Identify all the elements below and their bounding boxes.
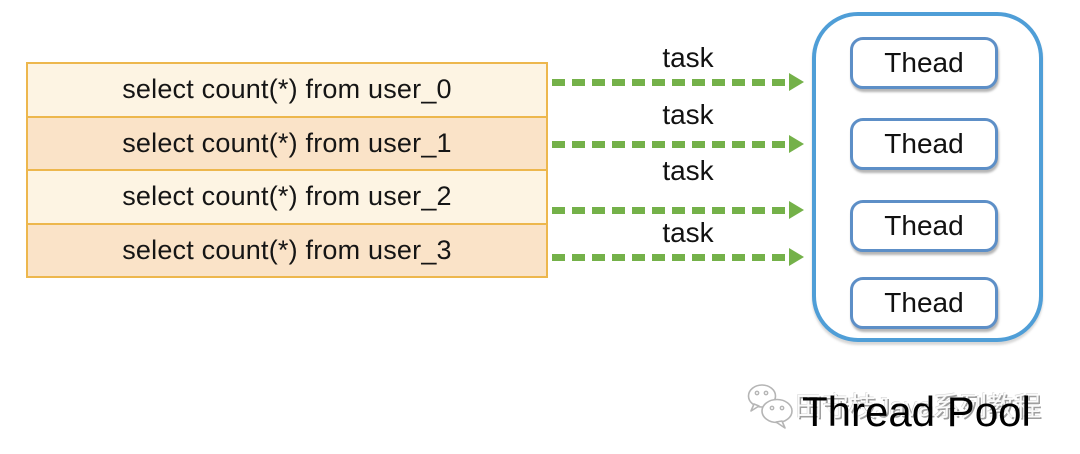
arrow-dashes — [552, 78, 791, 86]
arrow-dashes — [552, 206, 791, 214]
thread-label: Thead — [884, 287, 964, 318]
thread-box-2: Thead — [850, 118, 998, 170]
query-table: select count(*) from user_0 select count… — [26, 62, 548, 278]
thread-pool-container: Thead Thead Thead Thead — [812, 12, 1043, 342]
query-text: select count(*) from user_1 — [122, 127, 452, 158]
query-text: select count(*) from user_2 — [122, 181, 452, 212]
arrow-head-icon — [789, 201, 804, 219]
wechat-icon — [747, 384, 793, 429]
thread-label: Thead — [884, 210, 964, 241]
task-label-2: task — [662, 99, 714, 130]
query-row-user-3: select count(*) from user_3 — [28, 222, 546, 276]
thread-label: Thead — [884, 128, 964, 159]
task-arrow-3 — [552, 201, 804, 219]
task-arrow-1 — [552, 73, 804, 91]
arrow-dashes — [552, 253, 791, 261]
arrow-head-icon — [789, 248, 804, 266]
query-text: select count(*) from user_0 — [122, 74, 452, 105]
thread-box-3: Thead — [850, 200, 998, 252]
pool-title: Thread Pool — [802, 388, 1031, 435]
arrow-head-icon — [789, 73, 804, 91]
task-label-4: task — [662, 217, 714, 248]
watermark-text: 田守枝Java系列教程 — [795, 392, 1042, 422]
thread-label: Thead — [884, 47, 964, 78]
thread-box-1: Thead — [850, 37, 998, 89]
task-arrow-4 — [552, 248, 804, 266]
task-arrow-2 — [552, 135, 804, 153]
thread-box-4: Thead — [850, 277, 998, 329]
task-label-3: task — [662, 155, 714, 186]
query-row-user-1: select count(*) from user_1 — [28, 115, 546, 169]
arrow-dashes — [552, 140, 791, 148]
task-label-1: task — [662, 42, 714, 73]
query-row-user-0: select count(*) from user_0 — [28, 64, 546, 116]
query-text: select count(*) from user_3 — [122, 234, 452, 265]
query-row-user-2: select count(*) from user_2 — [28, 169, 546, 223]
arrow-head-icon — [789, 135, 804, 153]
